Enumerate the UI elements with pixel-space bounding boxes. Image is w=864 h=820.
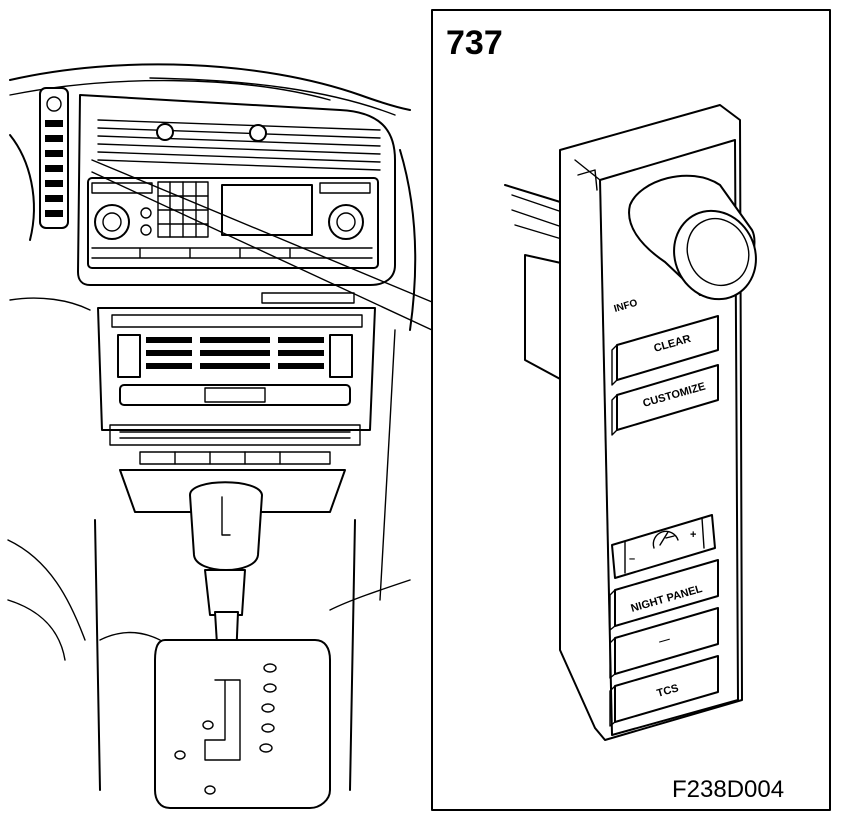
tcs-label: TCS — [656, 682, 680, 700]
leader-line-bottom — [91, 171, 433, 331]
rotary-knob — [628, 174, 757, 301]
climate-grid — [146, 337, 324, 369]
dimmer-rocker: – + — [611, 514, 716, 579]
reference-number: 737 — [446, 24, 503, 62]
plus-label: + — [690, 529, 696, 541]
customize-button: CUSTOMIZE — [611, 364, 719, 436]
leader-line-top — [91, 159, 433, 303]
clear-button: CLEAR — [611, 315, 719, 386]
minus-label: – — [629, 553, 635, 565]
switch-module-location — [39, 87, 69, 229]
blank-label: — — [658, 633, 672, 648]
dashboard-overview — [7, 63, 433, 809]
tcs-button: TCS — [609, 655, 719, 727]
dashboard-light-icon — [652, 530, 679, 549]
blank-button: — — [609, 607, 719, 679]
gear-position-dots — [174, 663, 277, 795]
inset-frame — [431, 9, 831, 811]
figure-code: F238D004 — [672, 776, 784, 803]
detail-inset: 737 INFO CLEAR CUSTOMIZE — [431, 9, 831, 811]
night-panel-button: NIGHT PANEL — [609, 559, 719, 631]
